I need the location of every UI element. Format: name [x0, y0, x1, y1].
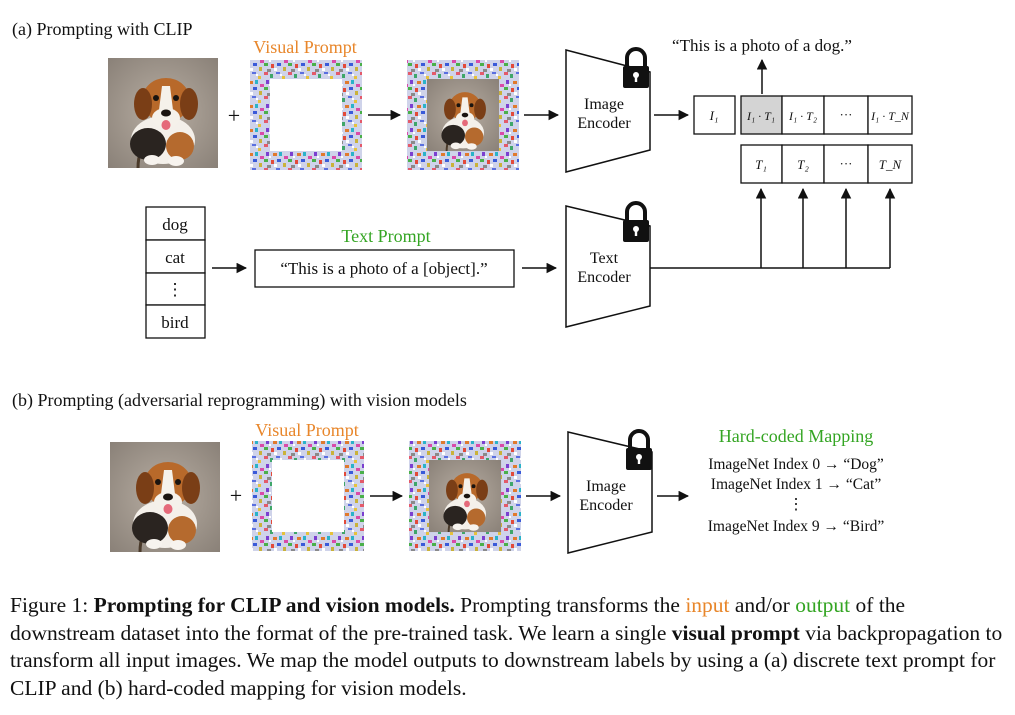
mapping-3: ⋮ [788, 496, 804, 513]
class-item-4: bird [161, 313, 189, 332]
similarity-cell-4: I₁ · T_N [870, 109, 910, 123]
plus-sign-b: + [230, 483, 242, 508]
mapping-title: Hard-coded Mapping [719, 426, 873, 446]
image-encoder-a-line2: Encoder [577, 115, 631, 132]
caption-bold-visual-prompt: visual prompt [671, 620, 800, 645]
image-encoder-b-line2: Encoder [579, 497, 633, 514]
figure-caption: Figure 1: Prompting for CLIP and vision … [10, 592, 1010, 702]
visual-prompt-label-b: Visual Prompt [255, 420, 358, 440]
visual-prompt-frame-a [250, 60, 362, 170]
text-encoder-line2: Encoder [577, 269, 631, 286]
panel-a-title: (a) Prompting with CLIP [12, 19, 193, 40]
class-item-2: cat [165, 248, 185, 267]
similarity-cell-1: I₁ · T₁ [746, 109, 775, 123]
text-feature-2: T₂ [797, 157, 809, 172]
text-prompt-label: Text Prompt [341, 226, 430, 246]
text-prompt-box [254, 249, 515, 288]
dog-image-b [108, 440, 222, 554]
text-feature-1: T₁ [755, 157, 767, 172]
lock-icon [624, 429, 654, 472]
panel-b-title: (b) Prompting (adversarial reprogramming… [12, 390, 467, 411]
similarity-cell-3: ··· [840, 107, 853, 122]
dog-image-a [106, 56, 220, 170]
visual-prompt-label-a: Visual Prompt [253, 37, 356, 57]
prompted-image-a [407, 60, 519, 170]
image-encoder-a-line1: Image [584, 96, 624, 113]
similarity-cell-highlight [740, 95, 783, 135]
prompted-image-b [409, 441, 521, 551]
plus-sign-a: + [228, 103, 240, 128]
caption-output-word: output [795, 593, 851, 617]
text-prompt: “This is a photo of a [object].” [280, 259, 487, 278]
mapping-4: ImageNet Index 9 → “Bird” [708, 518, 885, 535]
text-feature-4: T_N [879, 157, 903, 172]
mapping-2: ImageNet Index 1 → “Cat” [711, 476, 882, 493]
image-encoder-b-line1: Image [586, 478, 626, 495]
text-feature-3: ··· [840, 156, 853, 171]
diagram-canvas: (a) Prompting with CLIP + Visual Prompt … [12, 19, 913, 554]
lock-icon [621, 47, 651, 90]
visual-prompt-frame-b [252, 441, 364, 551]
text-feature-row: T₁ T₂ ··· T_N [740, 144, 913, 184]
image-feature: I₁ [709, 108, 719, 123]
caption-input-word: input [685, 593, 730, 617]
output-text: “This is a photo of a dog.” [672, 36, 852, 55]
caption-bold-title: Prompting for CLIP and vision models. [93, 593, 455, 617]
class-list: dog cat ⋮ bird [145, 206, 206, 339]
caption-seg2: and/or [729, 593, 796, 617]
mapping-1: ImageNet Index 0 → “Dog” [708, 456, 884, 473]
caption-seg1: Prompting transforms the [454, 593, 686, 617]
text-encoder-line1: Text [590, 250, 619, 267]
text-feature-connectors [650, 187, 896, 269]
caption-seg3: of the downstream dataset into the forma… [10, 593, 906, 645]
class-item-3: ⋮ [167, 280, 184, 299]
class-item-1: dog [162, 215, 188, 234]
caption-seg4: via backpropagation to transform all inp… [10, 620, 1003, 700]
lock-icon [621, 201, 651, 244]
similarity-cell-2: I₁ · T₂ [788, 109, 817, 123]
similarity-row: I₁ I₁ · T₁ I₁ · T₂ ··· I₁ · T_N [693, 95, 913, 135]
caption-prefix: Figure 1: [10, 593, 94, 617]
